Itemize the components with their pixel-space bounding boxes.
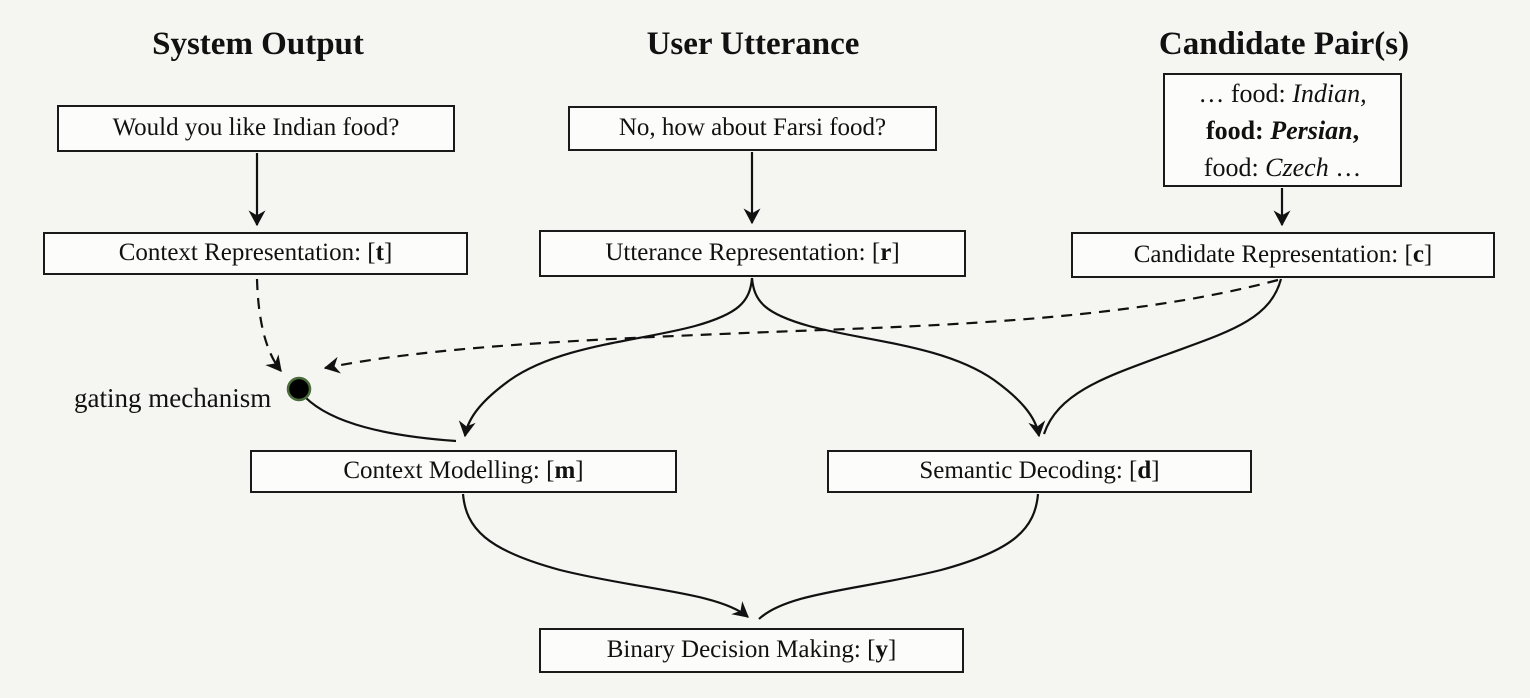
utterance-representation-box: Utterance Representation: [r] [539,230,966,277]
candidate-line-3: food: Czech … [1203,152,1362,182]
curve-semantic-decoding-to-binary [758,493,1040,620]
user-utterance-box: No, how about Farsi food? [568,106,937,151]
gating-mechanism-label: gating mechanism [74,383,272,413]
gate-dot [286,376,312,402]
user-utterance-text: No, how about Farsi food? [618,114,887,142]
column-title-system-output: System Output [152,26,364,62]
system-output-box: Would you like Indian food? [57,105,455,152]
candidate-representation-box: Candidate Representation: [c] [1071,232,1495,278]
dashed-candidate-rep-to-gate [323,278,1279,374]
dashed-context-rep-to-gate [255,278,282,372]
context-modelling-box: Context Modelling: [m] [250,450,677,493]
candidate-line-2: food: Persian, [1205,115,1360,145]
binary-decision-box: Binary Decision Making: [y] [539,628,964,673]
column-title-candidate-pairs: Candidate Pair(s) [1158,26,1410,62]
candidate-line-1: … food: Indian, [1198,78,1367,108]
system-output-text: Would you like Indian food? [112,114,400,142]
curve-context-modelling-to-binary [461,493,749,618]
column-title-user-utterance: User Utterance [646,26,860,62]
curve-utterance-rep-to-context-modelling [458,277,754,438]
curve-utterance-rep-to-semantic-decoding [750,277,1046,438]
context-representation-box: Context Representation: [t] [43,232,468,275]
candidate-pairs-box: … food: Indian, food: Persian, food: Cze… [1163,73,1402,187]
curve-gate-to-context-modelling [304,396,457,443]
curve-candidate-rep-to-semantic-decoding [1042,278,1283,435]
semantic-decoding-box: Semantic Decoding: [d] [827,450,1252,493]
